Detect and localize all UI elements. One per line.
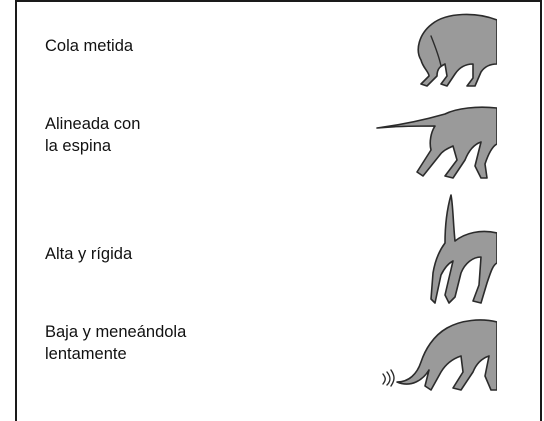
tail-position-label-high-rigid: Alta y rígida [45,245,133,263]
dog-tail-aligned-with-spine-icon [357,102,498,182]
dog-tail-low-slow-wag-icon [377,314,498,394]
tail-positions-panel: Cola metida Alineada con la espina Alta … [15,0,542,421]
dog-tail-tucked-icon [407,10,498,90]
tail-position-label-aligned: Alineada con la espina [45,115,141,155]
tail-position-label-low-wagging: Baja y meneándola lentamente [45,323,187,363]
dog-tail-high-rigid-icon [407,187,498,317]
tail-position-label-tucked: Cola metida [45,37,134,55]
